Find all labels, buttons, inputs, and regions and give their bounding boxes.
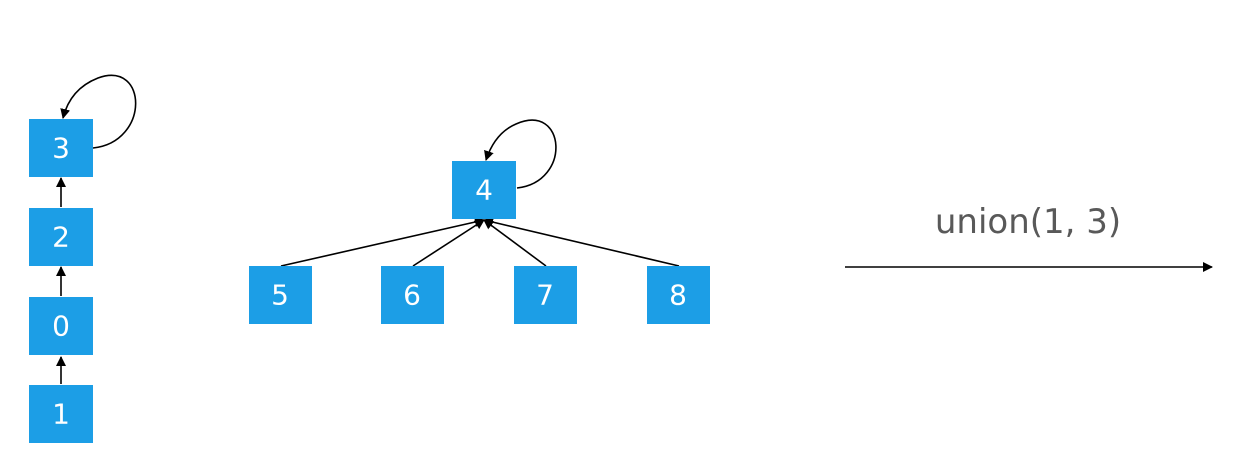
node-label-5: 5 [271, 279, 289, 312]
edge-4-self-loop [484, 119, 557, 189]
operation-label: union(1, 3) [935, 202, 1121, 242]
node-0: 0 [29, 297, 93, 355]
node-label-2: 2 [52, 221, 70, 254]
node-7: 7 [514, 266, 577, 324]
edge-8-to-4 [483, 217, 680, 267]
node-4: 4 [452, 161, 516, 219]
node-1: 1 [29, 385, 93, 443]
node-6: 6 [381, 266, 444, 324]
node-label-0: 0 [52, 310, 70, 343]
node-label-7: 7 [536, 279, 554, 312]
node-5: 5 [249, 266, 312, 324]
node-label-8: 8 [669, 279, 687, 312]
node-3: 3 [29, 119, 93, 177]
edge-3-self-loop [60, 74, 137, 149]
node-2: 2 [29, 208, 93, 266]
edge-7-to-4 [483, 219, 547, 267]
edge-6-to-4 [412, 219, 485, 267]
edge-5-to-4 [280, 217, 485, 267]
node-label-1: 1 [52, 398, 70, 431]
node-label-4: 4 [475, 174, 493, 207]
node-8: 8 [647, 266, 710, 324]
node-label-6: 6 [403, 279, 421, 312]
node-label-3: 3 [52, 132, 70, 165]
